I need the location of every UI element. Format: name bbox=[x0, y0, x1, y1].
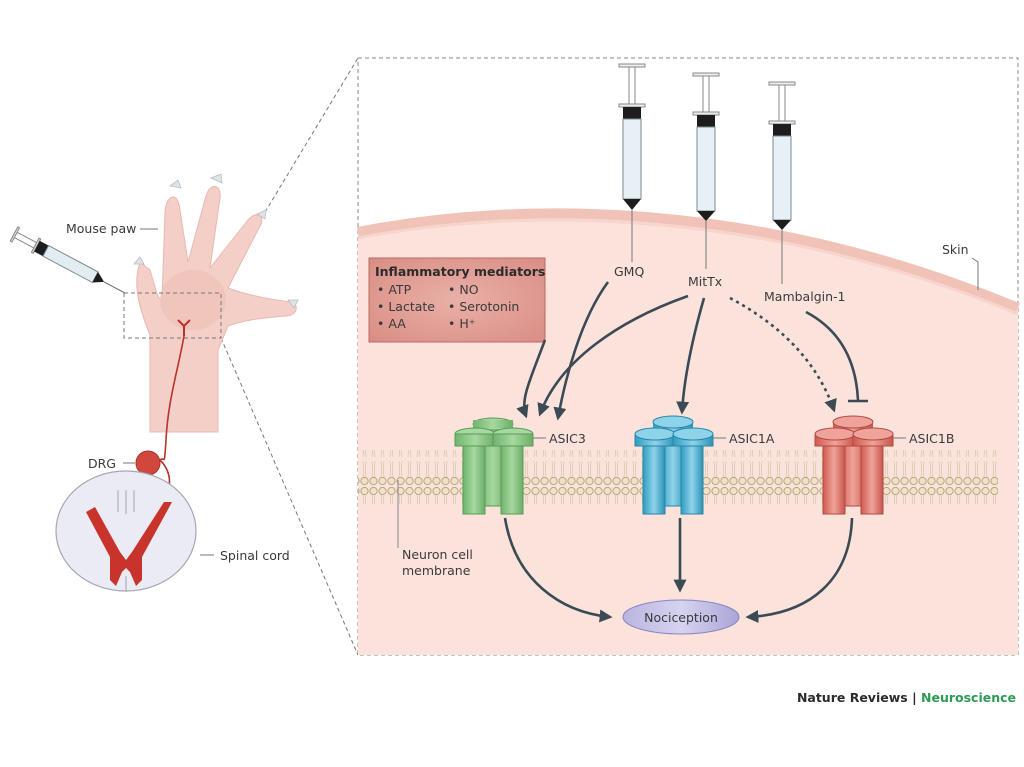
arrow-mittx-asic1b-dotted bbox=[729, 296, 837, 413]
sensory-nerve bbox=[159, 335, 185, 461]
mediator-h-plus: • H⁺ bbox=[448, 316, 475, 331]
syringe-mambalgin-icon bbox=[768, 81, 796, 284]
arrow-mittx-asic1a bbox=[676, 297, 706, 415]
drg-label: DRG bbox=[88, 456, 116, 471]
mediator-aa: • AA bbox=[377, 316, 406, 331]
compound-mambalgin-label: Mambalgin-1 bbox=[764, 289, 845, 304]
zoom-connector-bottom bbox=[220, 337, 359, 656]
channel-asic1a-label: ASIC1A bbox=[729, 431, 775, 446]
inset-panel bbox=[357, 57, 1020, 656]
nociception-arrows bbox=[503, 517, 854, 623]
mediators-title: Inflammatory mediators bbox=[375, 264, 545, 279]
spinal-cord-illustration bbox=[55, 470, 197, 592]
arrow-asic3-nociception bbox=[503, 517, 613, 623]
nociception-label: Nociception bbox=[644, 610, 718, 625]
mouse-paw-illustration bbox=[123, 173, 299, 461]
mediator-serotonin: • Serotonin bbox=[448, 299, 519, 314]
inflammatory-mediators-box: Inflammatory mediators • ATP • Lactate •… bbox=[368, 257, 546, 343]
membrane-label-line2: membrane bbox=[402, 563, 471, 578]
activation-arrows bbox=[516, 281, 868, 421]
skin-label: Skin bbox=[942, 242, 969, 257]
journal-credit: Nature Reviews | Neuroscience bbox=[797, 690, 1016, 705]
compound-gmq-label: GMQ bbox=[614, 264, 644, 279]
channel-asic1b-label: ASIC1B bbox=[909, 431, 954, 446]
mediator-no: • NO bbox=[448, 282, 479, 297]
channel-asic1a bbox=[634, 415, 714, 515]
channel-asic1b bbox=[814, 415, 894, 515]
paw-syringe-icon bbox=[9, 226, 126, 294]
mouse-paw-label: Mouse paw bbox=[66, 221, 136, 236]
credit-separator: | bbox=[907, 690, 921, 705]
journal-name: Nature Reviews bbox=[796, 690, 908, 705]
compound-mittx-label: MitTx bbox=[688, 274, 722, 289]
membrane-label-line1: Neuron cell bbox=[402, 547, 473, 562]
injection-site-box bbox=[123, 292, 222, 339]
spinal-cord-label: Spinal cord bbox=[220, 548, 290, 563]
journal-subject: Neuroscience bbox=[921, 690, 1016, 705]
mediator-atp: • ATP bbox=[377, 282, 412, 297]
arrow-mediators-asic3 bbox=[516, 339, 547, 419]
skin-leader bbox=[971, 257, 979, 290]
arrow-gmq-asic3 bbox=[553, 281, 610, 421]
arrow-mittx-asic3 bbox=[537, 294, 689, 417]
nociception-node: Nociception bbox=[622, 599, 740, 635]
channel-asic3-label: ASIC3 bbox=[549, 431, 586, 446]
channel-asic3 bbox=[454, 417, 534, 515]
syringe-gmq-icon bbox=[618, 63, 646, 262]
arrow-asic1b-nociception bbox=[745, 517, 854, 623]
mediator-lactate: • Lactate bbox=[377, 299, 435, 314]
syringe-mittx-icon bbox=[692, 72, 720, 269]
skin-layer bbox=[357, 208, 1020, 313]
inhibition-mambalgin-asic1b bbox=[805, 310, 860, 401]
